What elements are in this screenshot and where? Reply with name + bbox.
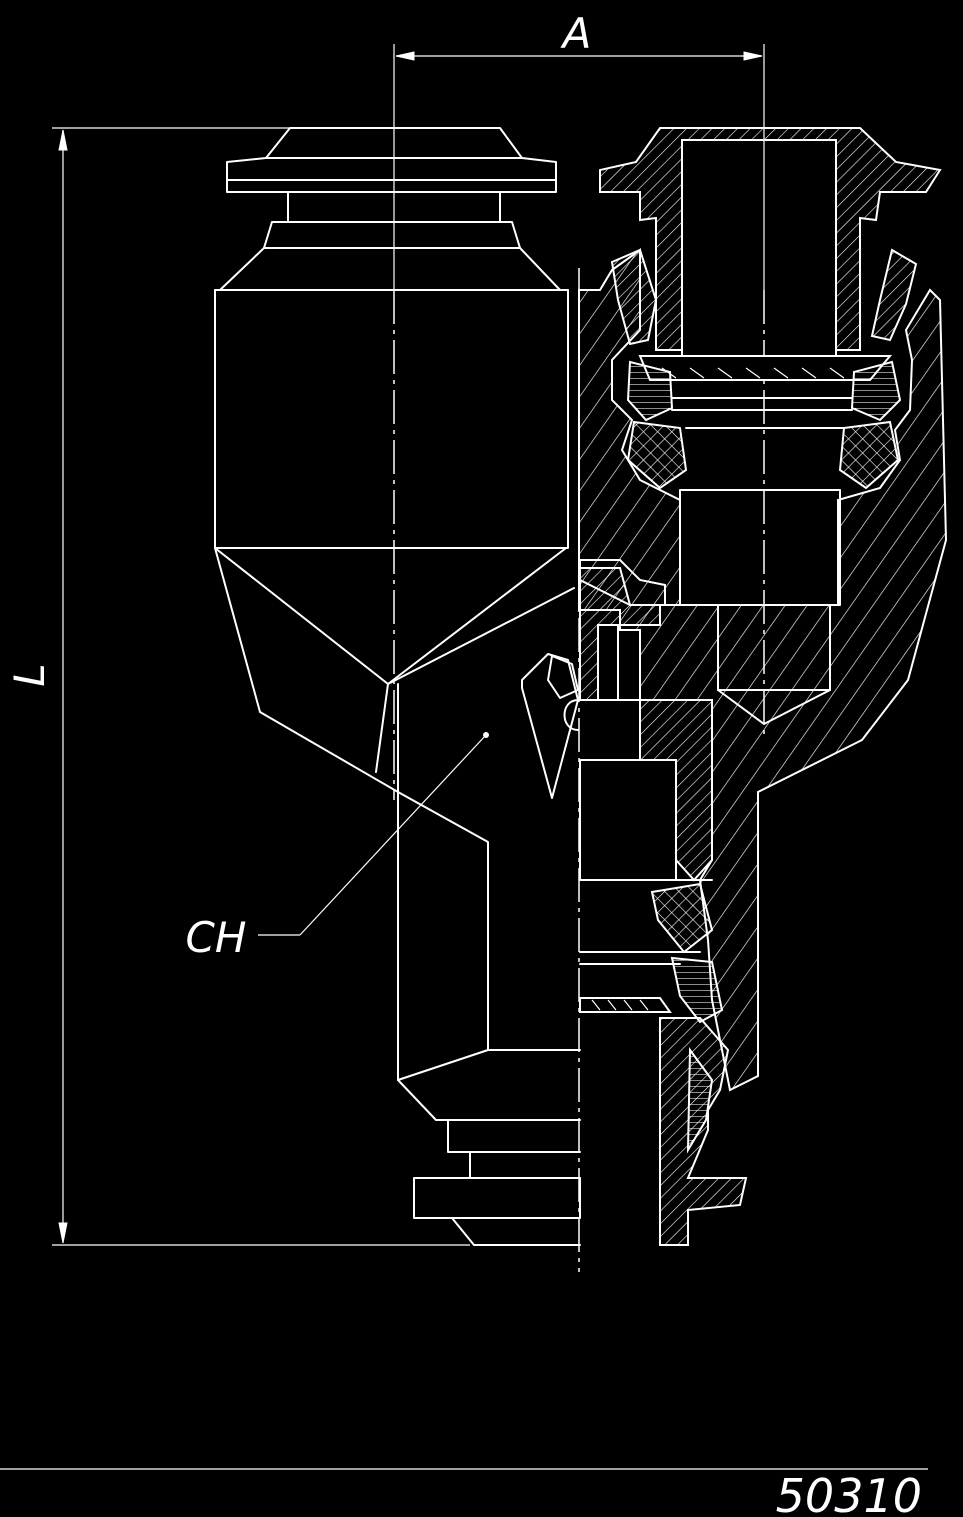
hex-label: CH — [186, 913, 247, 962]
dimension-a: A — [393, 9, 765, 290]
hex-callout: CH — [186, 732, 489, 962]
title-block: 50310 — [0, 1468, 928, 1517]
dimension-l-label: L — [5, 663, 54, 686]
external-view — [214, 127, 581, 1246]
section-view — [578, 127, 948, 1246]
part-number: 50310 — [776, 1469, 922, 1517]
dimension-l: L — [5, 127, 470, 1246]
dimension-a-label: A — [560, 9, 592, 58]
